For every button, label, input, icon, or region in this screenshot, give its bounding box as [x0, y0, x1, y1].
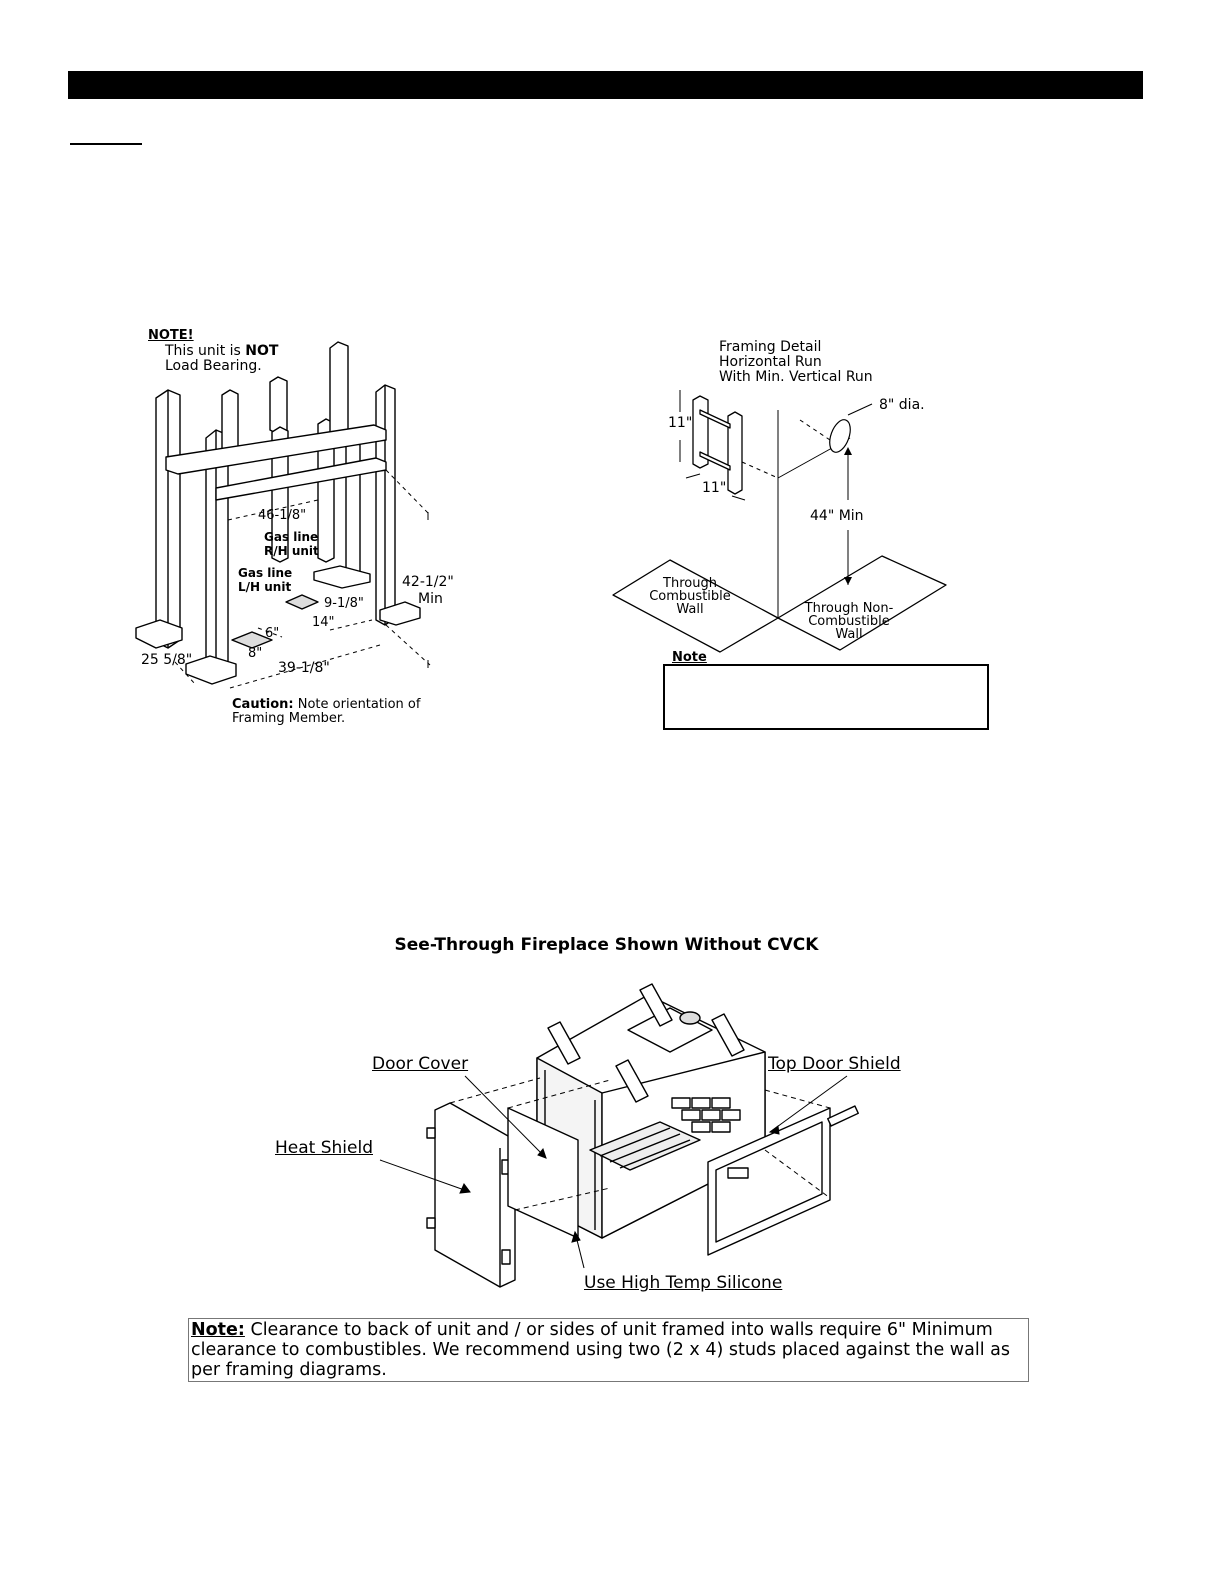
caution-line2: Framing Member. — [232, 711, 346, 726]
clearance-note-text: Clearance to back of unit and / or sides… — [191, 1320, 1010, 1380]
vent-note-box — [663, 664, 989, 730]
wall-noncombustible-1: Through Non- — [804, 601, 894, 616]
dim-14: 14" — [312, 615, 335, 630]
clearance-note: Note: Clearance to back of unit and / or… — [188, 1318, 1029, 1382]
dim-11-horizontal: 11" — [702, 480, 727, 496]
caution-text: Note orientation of — [293, 697, 421, 712]
callout-high-temp-silicone: Use High Temp Silicone — [584, 1273, 783, 1293]
vent-title-3: With Min. Vertical Run — [719, 369, 873, 385]
gas-line-lh-2: L/H unit — [238, 580, 292, 594]
framing-note-not: NOT — [245, 343, 279, 359]
vent-note-label: Note — [672, 650, 707, 665]
wall-noncombustible-3: Wall — [835, 627, 863, 642]
callout-heat-shield: Heat Shield — [275, 1138, 373, 1158]
dim-gas-offset: 9-1/8" — [324, 596, 364, 611]
framing-note-line1: This unit is NOT — [165, 344, 278, 359]
framing-note-heading: NOTE! — [148, 328, 194, 343]
clearance-note-label: Note: — [191, 1320, 245, 1340]
dim-11-vertical: 11" — [668, 415, 693, 431]
gas-line-lh-1: Gas line — [238, 566, 293, 580]
framing-note-line1-prefix: This unit is — [165, 343, 246, 359]
dim-width-top: 46-1/8" — [258, 508, 307, 523]
dim-44-min: 44" Min — [810, 508, 864, 524]
caution-label: Caution: — [232, 697, 294, 712]
callout-top-door-shield: Top Door Shield — [768, 1054, 901, 1074]
dim-height: 42-1/2" — [402, 574, 454, 590]
framing-note-line2: Load Bearing. — [165, 358, 262, 374]
gas-line-rh-1: Gas line — [264, 530, 319, 544]
wall-combustible-1: Through — [663, 576, 717, 591]
section-heading-underline — [70, 143, 142, 145]
dim-6: 6" — [265, 626, 280, 641]
dim-8: 8" — [248, 646, 263, 661]
vent-title-1: Framing Detail — [719, 339, 822, 355]
dim-depth: 25 5/8" — [141, 652, 193, 668]
wall-combustible-2: Combustible — [649, 589, 731, 604]
dim-height-min: Min — [418, 591, 443, 607]
vent-title-2: Horizontal Run — [719, 354, 822, 370]
gas-line-rh-2: R/H unit — [264, 544, 319, 558]
caution-line1: Caution: Note orientation of — [232, 697, 420, 712]
callout-door-cover: Door Cover — [372, 1054, 469, 1074]
dim-diameter: 8" dia. — [879, 397, 925, 413]
header-bar — [68, 71, 1143, 99]
fireplace-figure-title: See-Through Fireplace Shown Without CVCK — [394, 935, 819, 955]
dim-width-bottom: 39-1/8" — [278, 660, 330, 676]
wall-combustible-3: Wall — [676, 602, 704, 617]
wall-noncombustible-2: Combustible — [808, 614, 890, 629]
